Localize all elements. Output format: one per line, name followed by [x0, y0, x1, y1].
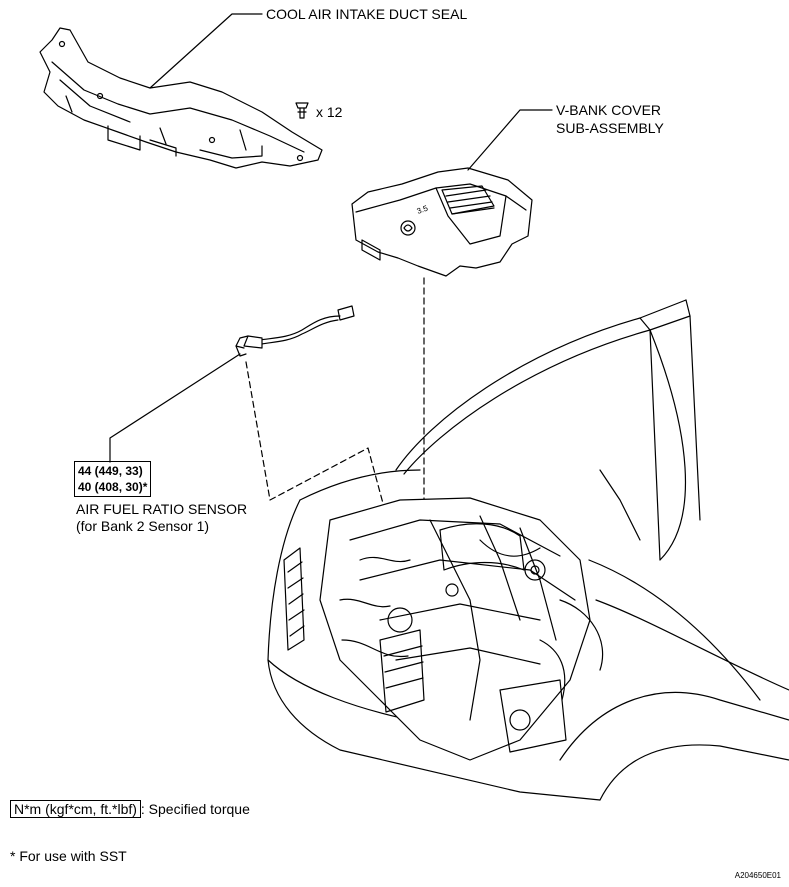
torque-spec-box: 44 (449, 33) 40 (408, 30)*	[74, 461, 152, 497]
torque-legend: N*m (kgf*cm, ft.*lbf): Specified torque	[10, 800, 250, 818]
torque-value-standard: 44 (449, 33)	[78, 464, 143, 478]
cool-air-intake-duct-seal	[39, 27, 323, 169]
sensor-label-line2: (for Bank 2 Sensor 1)	[76, 518, 210, 534]
sensor-leader	[109, 353, 241, 463]
seal-leader	[149, 13, 263, 89]
seal-label: COOL AIR INTAKE DUCT SEAL	[266, 6, 468, 22]
clip-count-label: x 12	[316, 104, 343, 120]
clip-icon	[295, 102, 309, 119]
cover-label-line2: SUB-ASSEMBLY	[556, 120, 664, 136]
torque-legend-text: : Specified torque	[140, 801, 250, 817]
v-bank-cover: 3.5	[351, 167, 533, 277]
sst-footnote: * For use with SST	[10, 848, 127, 864]
torque-units: N*m (kgf*cm, ft.*lbf)	[10, 800, 141, 818]
air-fuel-ratio-sensor	[235, 305, 355, 357]
cover-label-line1: V-BANK COVER	[556, 102, 662, 118]
figure-code: A204650E01	[734, 871, 781, 880]
sensor-label-line1: AIR FUEL RATIO SENSOR	[76, 501, 248, 517]
torque-value-sst: 40 (408, 30)*	[78, 480, 148, 494]
cover-leader	[467, 109, 553, 171]
svg-text:3.5: 3.5	[416, 203, 430, 215]
vehicle-front-engine	[267, 299, 789, 801]
